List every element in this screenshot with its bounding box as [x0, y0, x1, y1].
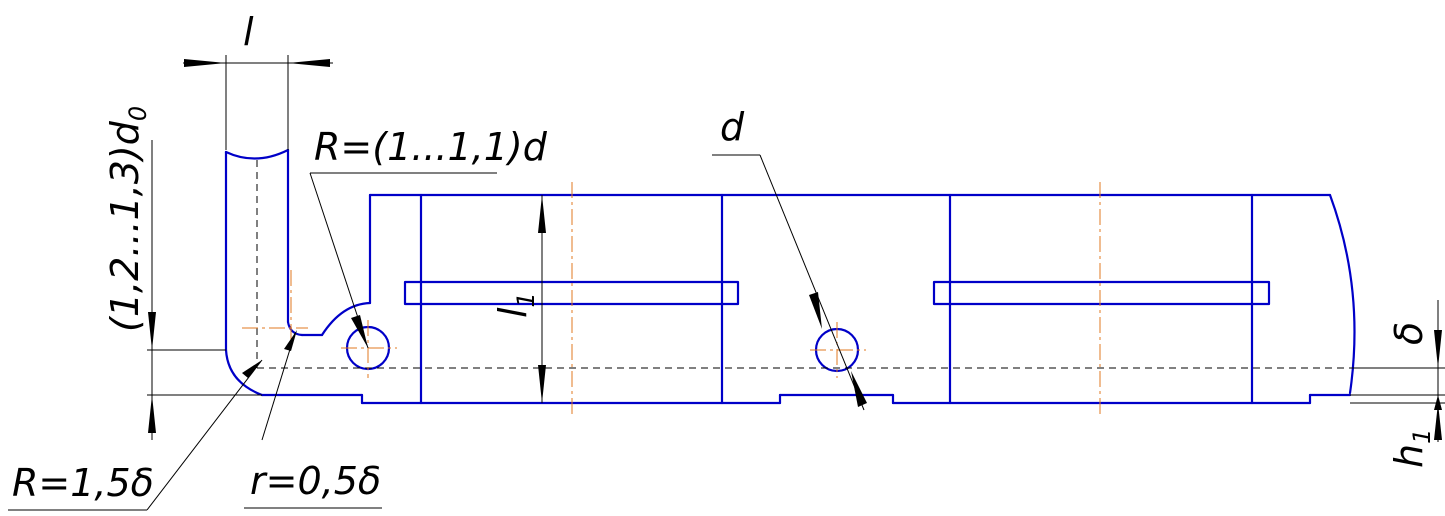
arrowheads	[148, 59, 1442, 440]
dimension-lines	[8, 55, 1445, 511]
label-radius-delta: R=1,5δ	[12, 461, 154, 505]
label-d: d	[720, 105, 745, 149]
label-delta: δ	[1387, 322, 1431, 345]
label-fillet-r: r=0,5δ	[250, 459, 381, 503]
hidden-lines	[256, 160, 1360, 369]
label-l: l	[243, 10, 254, 54]
label-d0-height: (1,2...1,3)d0	[103, 106, 152, 332]
label-h1: h1	[1387, 429, 1436, 468]
part-contour	[224, 148, 1356, 405]
center-lines	[242, 182, 1101, 415]
labels: l R=(1...1,1)d d l1 (1,2...1,3)d0 δ h1 R…	[12, 10, 1436, 505]
label-radius-d: R=(1...1,1)d	[314, 125, 548, 169]
label-l1: l1	[491, 292, 540, 318]
